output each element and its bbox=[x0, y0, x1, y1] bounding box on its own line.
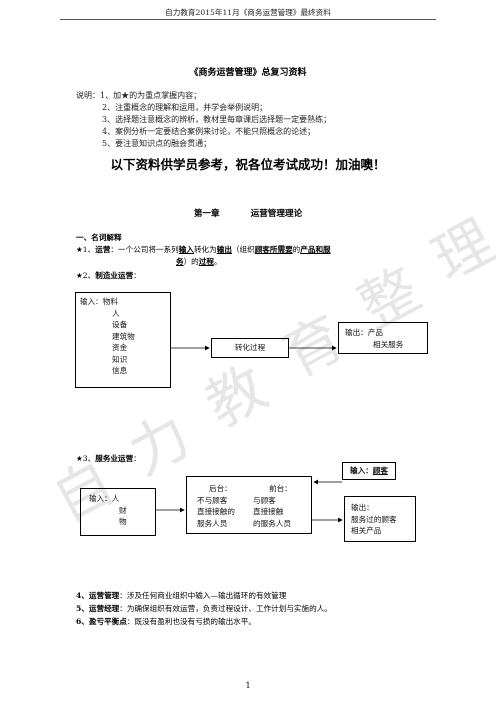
customer-input-value: 顾客 bbox=[372, 466, 388, 475]
manufacturing-input-box: 输入：物料 人 设备 建筑物 资金 知识 信息 bbox=[75, 292, 171, 388]
output-item: 服务过的顾客 bbox=[351, 514, 397, 524]
front-office-title: 前台： bbox=[269, 484, 292, 493]
service-input-box: 输入：人 财 物 bbox=[80, 488, 156, 536]
document-title: 《商务运营管理》总复习资料 bbox=[189, 68, 307, 78]
service-process-box: 后台： 不与顾客 直接接触的 服务人员 前台： 与顾客 直接接触 的服务人员 bbox=[186, 476, 312, 534]
definition-3: ★3、服务业运营： bbox=[76, 454, 141, 463]
manufacturing-output-box: 输出：产品 相关服务 bbox=[338, 322, 428, 354]
note-line: 4、案例分析一定要结合案例来讨论，不能只照概念的论述； bbox=[102, 127, 316, 136]
input-item: 资金 bbox=[112, 343, 128, 352]
output-label: 输出：产品 bbox=[345, 328, 383, 337]
front-office-line: 与顾客 bbox=[253, 495, 276, 505]
process-label: 转化过程 bbox=[234, 343, 266, 352]
input-item: 物 bbox=[119, 517, 127, 526]
definition-1-line-2: 务）的过程。 bbox=[176, 257, 222, 266]
note-line: 5、要注意知识点的融会贯通； bbox=[102, 139, 212, 148]
service-output-box: 输出： 服务过的顾客 相关产品 bbox=[344, 496, 416, 542]
input-item: 知识 bbox=[112, 354, 128, 364]
back-office-title: 后台： bbox=[209, 484, 232, 493]
back-office-line: 直接接触的 bbox=[197, 507, 235, 516]
chapter-name: 运营管理理论 bbox=[250, 209, 303, 219]
page-header: 自力教育2015年11月《商务运营管理》最终资料 bbox=[165, 8, 331, 17]
front-office-line: 直接接触 bbox=[253, 507, 284, 516]
input-item: 财 bbox=[119, 505, 127, 515]
section-heading: 一、名词解释 bbox=[76, 233, 122, 242]
input-label: 输入：人 bbox=[89, 494, 120, 503]
chapter-number: 第一章 bbox=[193, 209, 220, 219]
input-label: 输入：物料 bbox=[80, 297, 118, 306]
back-office-line: 服务人员 bbox=[197, 518, 228, 528]
note-line: 3、选择题注意概念的辨析，教材里每章课后选择题一定要熟练； bbox=[102, 115, 332, 124]
output-label: 输出： bbox=[351, 503, 374, 512]
note-line: 2、注重概念的理解和运用，并学会举例说明； bbox=[102, 103, 268, 112]
input-item: 建筑物 bbox=[112, 331, 135, 341]
input-item: 信息 bbox=[112, 366, 128, 375]
input-item: 人 bbox=[112, 308, 120, 318]
input-item: 设备 bbox=[112, 320, 128, 329]
output-item: 相关服务 bbox=[373, 339, 404, 349]
definition-1-line-1: ★1、运营：一个公司将一系列输入转化为输出（组织顾客所需要的产品和服 bbox=[76, 245, 331, 254]
term-operations: 运营 bbox=[95, 245, 111, 254]
header-rule bbox=[60, 19, 436, 20]
definition-2: ★2、制造业运营： bbox=[76, 271, 141, 280]
front-office-line: 的服务人员 bbox=[253, 518, 291, 528]
definition-6: 6、盈亏平衡点：既没有盈利也没有亏损的输出水平。 bbox=[76, 617, 256, 626]
transformation-process-box: 转化过程 bbox=[211, 338, 289, 358]
customer-input-box: 输入：顾客 bbox=[342, 462, 396, 480]
definition-4: 4、运营管理：涉及任何商业组织中输入—输出循环的有效管理 bbox=[76, 591, 287, 600]
customer-input-label: 输入： bbox=[350, 466, 373, 475]
output-item: 相关产品 bbox=[351, 526, 382, 535]
page-number: 1 bbox=[245, 681, 251, 690]
note-line: 说明：1、加★的为重点掌握内容； bbox=[76, 91, 202, 100]
back-office-line: 不与顾客 bbox=[197, 495, 228, 505]
definition-5: 5、运营经理：为确保组织有效运营，负责过程设计、工作计划与实施的人。 bbox=[76, 604, 332, 613]
slogan: 以下资料供学员参考，祝各位考试成功！加油噢！ bbox=[110, 157, 386, 172]
chapter-heading: 第一章 运营管理理论 bbox=[0, 207, 496, 219]
